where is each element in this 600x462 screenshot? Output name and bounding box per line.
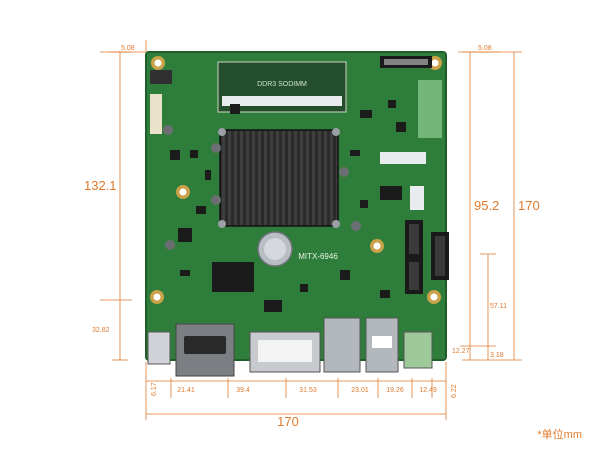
- model-label: MITX-6946: [298, 252, 338, 261]
- capacitors: [163, 125, 361, 250]
- dimension-labels: 5.08 5.08 132.1 32.82 95.2 170 57.11 12.…: [84, 45, 582, 441]
- unit-note: *单位mm: [537, 427, 582, 441]
- mounting-hole: [370, 239, 384, 253]
- dim-bottom-segment: 12.49: [419, 387, 437, 394]
- mounting-hole: [151, 56, 165, 70]
- dim-bottom-right-offset: 6.22: [451, 384, 458, 398]
- fan-connector: [410, 186, 424, 210]
- mounting-hole: [176, 185, 190, 199]
- board-components: [170, 100, 406, 298]
- audio-jacks: [403, 331, 433, 369]
- dim-bottom-segment: 39.4: [236, 387, 250, 394]
- dc-jack: [147, 331, 171, 365]
- dimension-lines: [100, 40, 522, 420]
- sata-port: [405, 258, 423, 294]
- chip-small-2: [380, 186, 402, 200]
- dim-left-total: 132.1: [84, 178, 117, 193]
- slot-right: [418, 80, 442, 138]
- dim-bottom-total: 170: [277, 414, 299, 429]
- dim-right-small-a: 12.27: [452, 348, 470, 355]
- battery-holder-small: [150, 70, 172, 84]
- chip-main: [212, 262, 254, 292]
- dim-left-lower: 32.82: [92, 327, 110, 334]
- chip-small-3: [178, 228, 192, 242]
- sodimm-label: DDR3 SODIMM: [257, 81, 307, 88]
- sata-power-label-plate: [380, 152, 426, 164]
- sodimm-slot: DDR3 SODIMM: [217, 61, 347, 113]
- sata-port: [405, 220, 423, 258]
- cmos-battery: [257, 231, 293, 267]
- dim-right-mid: 95.2: [474, 198, 499, 213]
- mounting-hole: [150, 290, 164, 304]
- dim-top-right: 5.08: [478, 45, 492, 52]
- lan-port: [323, 317, 361, 373]
- dim-bottom-segment: 19.26: [386, 387, 404, 394]
- motherboard: DDR3 SODIMM MITX-6946: [145, 51, 449, 377]
- dim-top-left: 5.08: [121, 45, 135, 52]
- pin-header-left: [150, 94, 162, 134]
- dim-right-total: 170: [518, 198, 540, 213]
- cpu-heatsink: [218, 128, 340, 228]
- dim-bottom-left-offset: 6.17: [151, 382, 158, 396]
- dim-bottom-segment: 31.53: [299, 387, 317, 394]
- sata-port: [431, 232, 449, 280]
- rear-io: [147, 317, 433, 377]
- mounting-hole: [427, 290, 441, 304]
- dim-right-lower: 57.11: [490, 303, 507, 310]
- pin-header-top: [380, 56, 432, 68]
- chip-small-1: [264, 300, 282, 312]
- dim-bottom-segment: 23.01: [351, 387, 369, 394]
- dim-bottom-segment: 21.41: [177, 387, 195, 394]
- dim-right-small-b: 3.18: [490, 352, 504, 359]
